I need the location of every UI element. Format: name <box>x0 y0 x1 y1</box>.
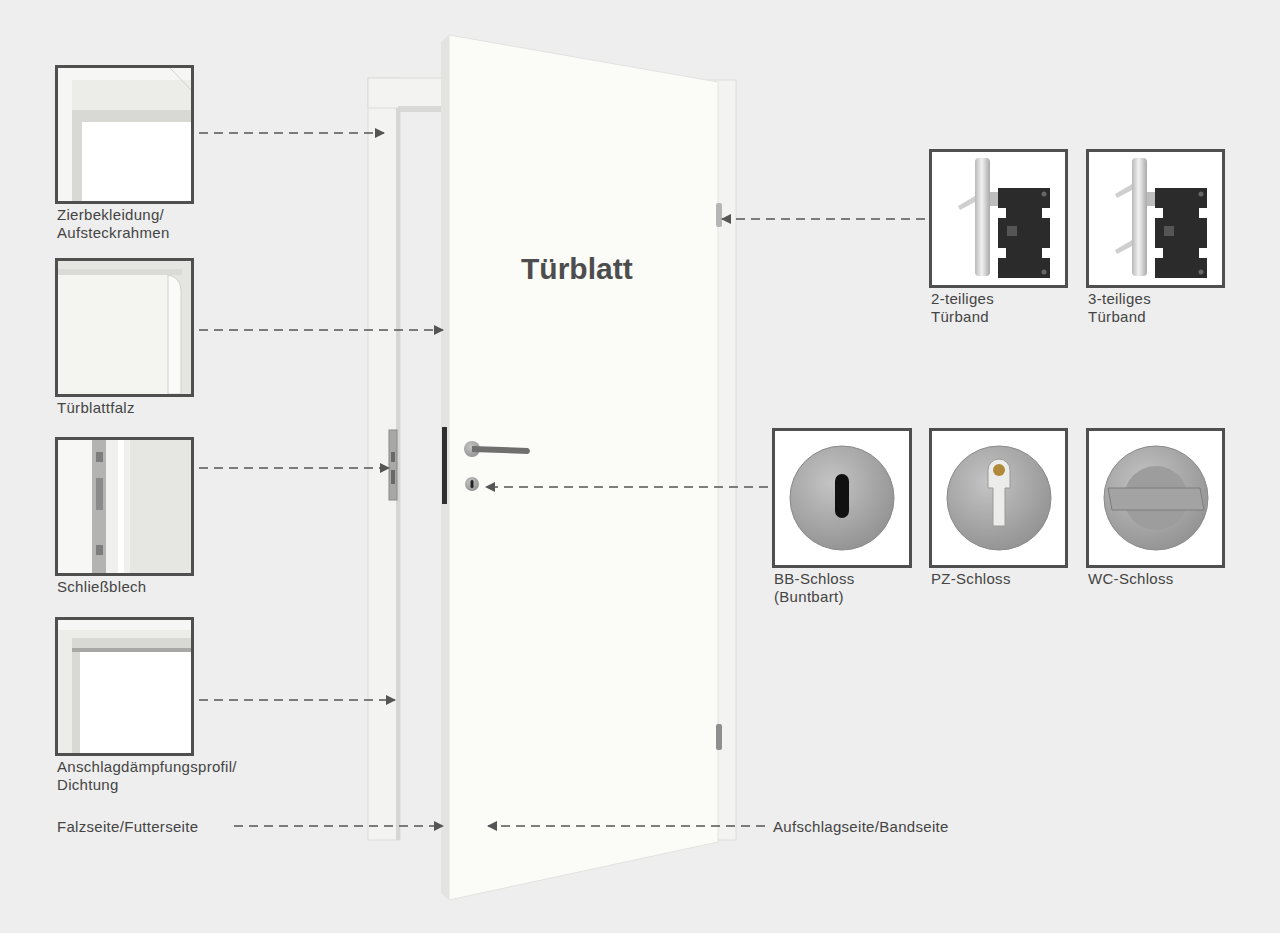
part-caption: Türblattfalz <box>57 399 217 417</box>
part-caption: Anschlagdämpfungsprofil/ Dichtung <box>57 758 282 794</box>
thumbnail-box: Türblattfalz <box>55 258 194 397</box>
part-caption: WC-Schloss <box>1088 570 1208 588</box>
thumbnail-box: Zierbekleidung/ Aufsteckrahmen <box>55 65 194 204</box>
thumbnail-box: 3-teiliges Türband <box>1086 149 1225 288</box>
thumbnail-box: Schließblech <box>55 437 194 576</box>
part-caption: 2-teiliges Türband <box>931 290 1031 326</box>
part-caption: 3-teiliges Türband <box>1088 290 1188 326</box>
thumbnail-box: PZ-Schloss <box>929 428 1068 568</box>
side-label: Aufschlagseite/Bandseite <box>771 818 951 836</box>
thumbnail-box: 2-teiliges Türband <box>929 149 1068 288</box>
thumbnail-box: BB-Schloss (Buntbart) <box>772 428 912 568</box>
side-label: Falzseite/Futterseite <box>55 818 200 836</box>
part-caption: PZ-Schloss <box>931 570 1051 588</box>
part-title: Türblatt <box>521 252 633 286</box>
part-caption: Schließblech <box>57 578 217 596</box>
part-caption: Zierbekleidung/ Aufsteckrahmen <box>57 206 207 242</box>
part-caption: BB-Schloss (Buntbart) <box>774 570 874 606</box>
thumbnail-box: WC-Schloss <box>1086 428 1225 568</box>
thumbnail-box: Anschlagdämpfungsprofil/ Dichtung <box>55 617 194 756</box>
